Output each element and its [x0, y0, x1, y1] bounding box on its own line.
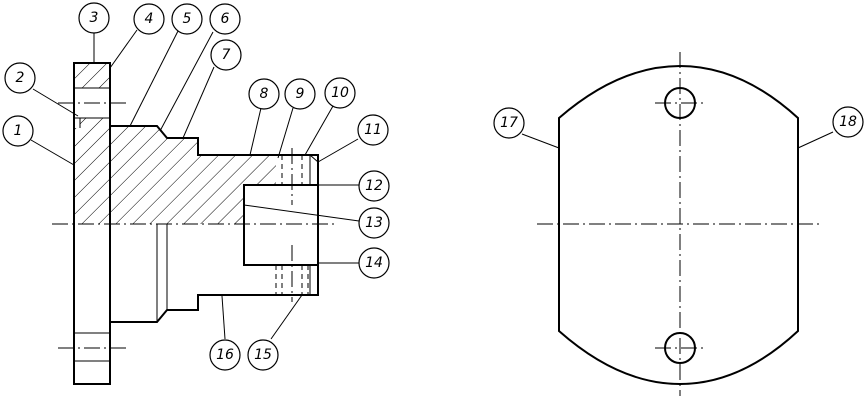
leader-16	[221, 295, 226, 340]
callout-10-label: 10	[331, 85, 349, 101]
callout-2: 2	[4, 62, 36, 94]
callout-12: 12	[358, 170, 390, 202]
callout-8-label: 8	[260, 86, 269, 102]
callout-9-label: 9	[296, 86, 305, 102]
callout-4: 4	[133, 3, 165, 35]
leader-lines	[30, 29, 834, 340]
callout-11: 11	[357, 114, 389, 146]
callout-14: 14	[358, 247, 390, 279]
callout-3-label: 3	[90, 10, 99, 26]
leader-4	[109, 29, 138, 69]
callout-18: 18	[832, 106, 864, 138]
side-view	[537, 52, 820, 396]
callout-8: 8	[248, 78, 280, 110]
end-chamfer	[309, 154, 319, 163]
callout-6-label: 6	[221, 11, 230, 27]
callout-7-label: 7	[222, 47, 231, 63]
callout-16: 16	[209, 339, 241, 371]
leader-6	[159, 31, 214, 132]
hub-lower-profile	[110, 294, 276, 323]
callout-balloons: 1 2 3 4 5 6 7 8	[2, 2, 864, 371]
flange-edge-blank	[74, 118, 81, 128]
callout-1-label: 1	[14, 123, 23, 139]
callout-16-label: 16	[216, 347, 234, 363]
callout-13-label: 13	[365, 215, 383, 231]
flange-outline	[73, 62, 111, 385]
front-view	[52, 62, 335, 385]
leader-9	[277, 107, 294, 159]
callout-15: 15	[247, 339, 279, 371]
callout-18-label: 18	[839, 114, 857, 130]
side-view-outline	[558, 64, 799, 386]
leader-1	[30, 139, 75, 166]
leader-17	[521, 133, 560, 149]
callout-2-label: 2	[16, 70, 25, 86]
leader-15	[270, 294, 303, 340]
leader-11	[317, 138, 359, 163]
callout-14-label: 14	[365, 255, 383, 271]
leader-7	[182, 66, 215, 139]
leader-8	[249, 107, 262, 156]
leader-5	[129, 30, 179, 127]
callout-1: 1	[2, 115, 34, 147]
callout-4-label: 4	[145, 11, 154, 27]
callout-3: 3	[78, 2, 110, 34]
callout-9: 9	[284, 78, 316, 110]
callout-13: 13	[358, 207, 390, 239]
callout-7: 7	[210, 39, 242, 71]
hub-upper-profile	[110, 125, 276, 156]
leader-2	[32, 88, 79, 117]
leader-10	[304, 105, 334, 156]
callout-12-label: 12	[365, 178, 383, 194]
callout-15-label: 15	[254, 347, 272, 363]
callout-17: 17	[493, 107, 525, 139]
leader-13	[243, 204, 360, 222]
leader-18	[797, 131, 834, 149]
callout-10: 10	[324, 77, 356, 109]
callout-11-label: 11	[364, 122, 382, 138]
callout-5: 5	[171, 3, 203, 35]
callout-5-label: 5	[183, 11, 192, 27]
hatched-section	[74, 63, 276, 224]
callout-17-label: 17	[500, 115, 518, 131]
callout-6: 6	[209, 3, 241, 35]
